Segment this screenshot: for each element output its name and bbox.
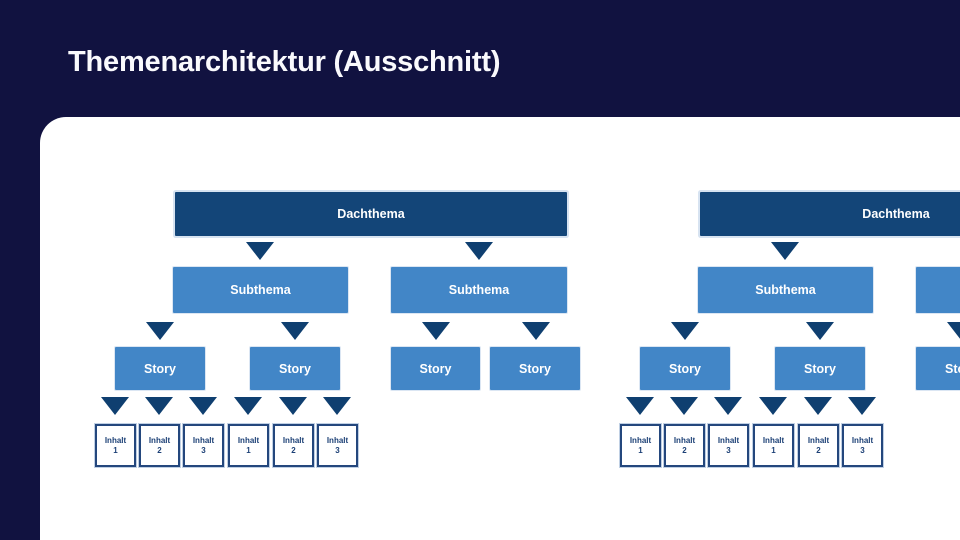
subthema-box: Subthema xyxy=(916,267,960,313)
inhalt-box: Inhalt 3 xyxy=(842,424,883,467)
down-arrow-icon xyxy=(771,242,799,260)
story-box: Story xyxy=(250,347,340,390)
story-box: Story xyxy=(916,347,960,390)
story-box: Story xyxy=(490,347,580,390)
down-arrow-icon xyxy=(465,242,493,260)
inhalt-box: Inhalt 2 xyxy=(798,424,839,467)
theme-architecture-diagram-1: Dachthema Subthema Subthema Story Story … xyxy=(40,117,960,540)
down-arrow-icon xyxy=(146,322,174,340)
inhalt-number: 1 xyxy=(246,445,251,455)
inhalt-number: 2 xyxy=(291,445,296,455)
inhalt-box: Inhalt 1 xyxy=(620,424,661,467)
down-arrow-icon xyxy=(189,397,217,415)
down-arrow-icon xyxy=(671,322,699,340)
down-arrow-icon xyxy=(804,397,832,415)
inhalt-label: Inhalt xyxy=(717,435,740,445)
inhalt-box: Inhalt 3 xyxy=(183,424,224,467)
dachthema-box: Dachthema xyxy=(175,192,567,236)
inhalt-label: Inhalt xyxy=(326,435,349,445)
inhalt-number: 1 xyxy=(638,445,643,455)
subthema-box: Subthema xyxy=(391,267,567,313)
inhalt-label: Inhalt xyxy=(237,435,260,445)
subthema-box: Subthema xyxy=(173,267,348,313)
subthema-box: Subthema xyxy=(698,267,873,313)
down-arrow-icon xyxy=(323,397,351,415)
theme-architecture-diagram-2: Dachthema Subthema Subthema Story Story … xyxy=(40,117,960,540)
inhalt-label: Inhalt xyxy=(282,435,305,445)
inhalt-number: 2 xyxy=(816,445,821,455)
down-arrow-icon xyxy=(145,397,173,415)
inhalt-number: 1 xyxy=(113,445,118,455)
down-arrow-icon xyxy=(101,397,129,415)
inhalt-number: 3 xyxy=(335,445,340,455)
inhalt-box: Inhalt 2 xyxy=(273,424,314,467)
inhalt-box: Inhalt 2 xyxy=(139,424,180,467)
inhalt-label: Inhalt xyxy=(762,435,785,445)
down-arrow-icon xyxy=(806,322,834,340)
down-arrow-icon xyxy=(522,322,550,340)
inhalt-number: 3 xyxy=(201,445,206,455)
inhalt-box: Inhalt 1 xyxy=(95,424,136,467)
down-arrow-icon xyxy=(670,397,698,415)
content-panel: Dachthema Subthema Subthema Story Story … xyxy=(40,117,960,540)
inhalt-number: 2 xyxy=(157,445,162,455)
down-arrow-icon xyxy=(246,242,274,260)
down-arrow-icon xyxy=(759,397,787,415)
story-box: Story xyxy=(775,347,865,390)
dachthema-box: Dachthema xyxy=(700,192,960,236)
down-arrow-icon xyxy=(626,397,654,415)
down-arrow-icon xyxy=(234,397,262,415)
slide-title: Themenarchitektur (Ausschnitt) xyxy=(68,46,501,78)
inhalt-box: Inhalt 2 xyxy=(664,424,705,467)
inhalt-number: 3 xyxy=(860,445,865,455)
inhalt-label: Inhalt xyxy=(148,435,171,445)
inhalt-number: 3 xyxy=(726,445,731,455)
inhalt-label: Inhalt xyxy=(807,435,830,445)
inhalt-label: Inhalt xyxy=(104,435,127,445)
down-arrow-icon xyxy=(714,397,742,415)
inhalt-label: Inhalt xyxy=(851,435,874,445)
down-arrow-icon xyxy=(422,322,450,340)
story-box: Story xyxy=(391,347,480,390)
inhalt-label: Inhalt xyxy=(673,435,696,445)
inhalt-box: Inhalt 3 xyxy=(317,424,358,467)
inhalt-label: Inhalt xyxy=(629,435,652,445)
inhalt-number: 1 xyxy=(771,445,776,455)
inhalt-label: Inhalt xyxy=(192,435,215,445)
down-arrow-icon xyxy=(281,322,309,340)
down-arrow-icon xyxy=(279,397,307,415)
story-box: Story xyxy=(115,347,205,390)
inhalt-box: Inhalt 3 xyxy=(708,424,749,467)
down-arrow-icon xyxy=(848,397,876,415)
inhalt-box: Inhalt 1 xyxy=(753,424,794,467)
inhalt-box: Inhalt 1 xyxy=(228,424,269,467)
story-box: Story xyxy=(640,347,730,390)
down-arrow-icon xyxy=(947,322,960,340)
inhalt-number: 2 xyxy=(682,445,687,455)
